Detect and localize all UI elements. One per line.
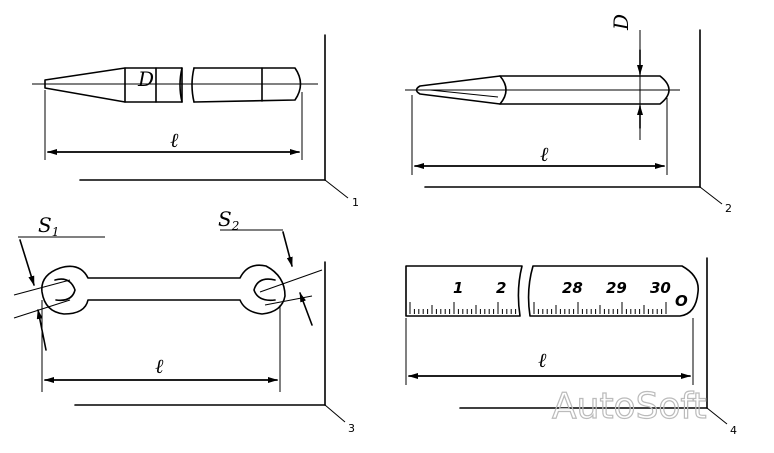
leader-2 (699, 186, 723, 205)
length-label: ℓ (540, 142, 549, 166)
right-jaw-opening (253, 278, 276, 302)
s1-label: S1 (38, 213, 59, 239)
figure-number: 4 (730, 424, 737, 437)
length-label: ℓ (155, 354, 164, 378)
length-label: ℓ (538, 348, 547, 372)
ruler-ticks-left (409, 302, 517, 314)
figure-4: 1 2 28 29 30 O ℓ 4 (405, 257, 737, 437)
leader-4 (706, 407, 728, 425)
figure-number: 2 (725, 202, 732, 215)
figure-number: 1 (352, 196, 359, 209)
break-right (191, 67, 195, 103)
tool-body (415, 75, 670, 105)
diameter-label: D (137, 67, 154, 91)
leader-3 (324, 404, 346, 423)
watermark: AutoSoft (552, 386, 707, 427)
ruler-number: 2 (496, 279, 506, 297)
figure-2: D ℓ 2 (405, 14, 732, 215)
figure-number: 3 (348, 422, 355, 435)
ruler-hole: O (675, 292, 688, 310)
ruler-number: 28 (562, 279, 583, 297)
diameter-label: D (609, 14, 633, 31)
left-jaw-opening (54, 278, 76, 302)
ruler-left-piece (405, 265, 523, 317)
ruler-right-piece (527, 265, 699, 317)
s2-label: S2 (218, 207, 239, 233)
s2-line-a (259, 269, 323, 293)
ruler-number: 1 (453, 279, 463, 297)
break-left (179, 67, 183, 103)
tool-body-left (44, 67, 183, 103)
tip-shade (429, 89, 499, 98)
wrench-body (41, 264, 286, 315)
length-label: ℓ (170, 128, 179, 152)
tool-body-right (193, 67, 302, 103)
figure-1: D ℓ 1 (32, 34, 359, 209)
figure-3: S1 S2 ℓ 3 (13, 207, 355, 435)
s1-line-a (13, 279, 71, 296)
taper-edge (499, 75, 507, 105)
leader-1 (324, 179, 349, 199)
ruler-number: 29 (606, 279, 627, 297)
ruler-ticks-right (533, 302, 667, 314)
ruler-number: 30 (650, 279, 671, 297)
